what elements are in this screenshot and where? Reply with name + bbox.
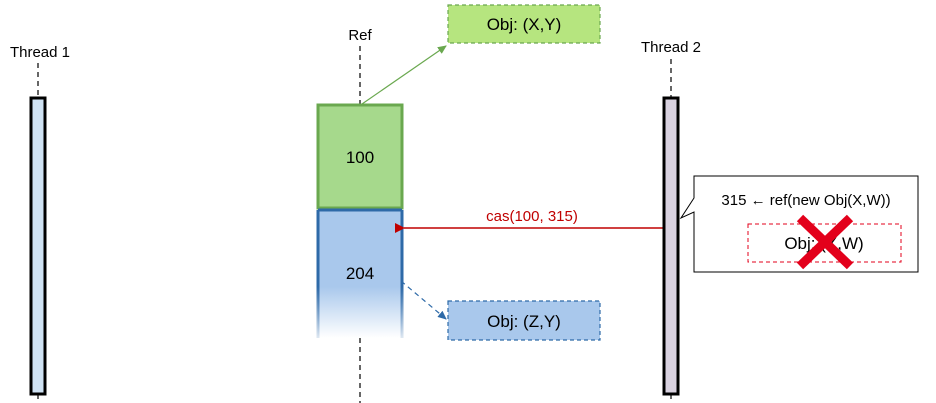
thread1-label: Thread 1 — [10, 44, 70, 61]
callout: 315 ← ref(new Obj(X,W)) Obj: (X,W) — [679, 175, 919, 273]
ref-cell-204 — [318, 210, 402, 338]
thread2-lifeline: Thread 2 — [641, 39, 701, 403]
cross-icon — [796, 214, 854, 270]
obj-zy-box: Obj: (Z,Y) — [447, 300, 601, 341]
ref-cell-100-value: 100 — [346, 148, 374, 167]
ref-cell-204-left-edge — [316, 210, 320, 338]
obj-zy-rect — [447, 300, 601, 341]
failed-obj-rect — [747, 223, 902, 263]
pointer-arrow-green — [361, 45, 447, 105]
ref-cell-204-right-edge — [400, 210, 404, 338]
ref-cell-204-value: 204 — [346, 264, 374, 283]
callout-text: 315 ← ref(new Obj(X,W)) — [721, 192, 890, 209]
thread2-activation-bar — [662, 96, 680, 396]
obj-xy-box: Obj: (X,Y) — [447, 4, 601, 44]
ref-label: Ref — [348, 27, 372, 44]
obj-xy-label: Obj: (X,Y) — [487, 15, 562, 34]
pointer-arrow-blue — [400, 280, 447, 320]
thread1-activation-bar — [29, 96, 47, 396]
obj-xy-rect — [447, 4, 601, 44]
cas-label: cas(100, 315) — [486, 208, 578, 225]
ref-cell-100 — [316, 103, 404, 210]
obj-zy-label: Obj: (Z,Y) — [487, 312, 561, 331]
ref-lifeline: Ref 100 204 — [316, 27, 404, 403]
thread1-lifeline: Thread 1 — [10, 44, 70, 403]
thread2-label: Thread 2 — [641, 39, 701, 56]
